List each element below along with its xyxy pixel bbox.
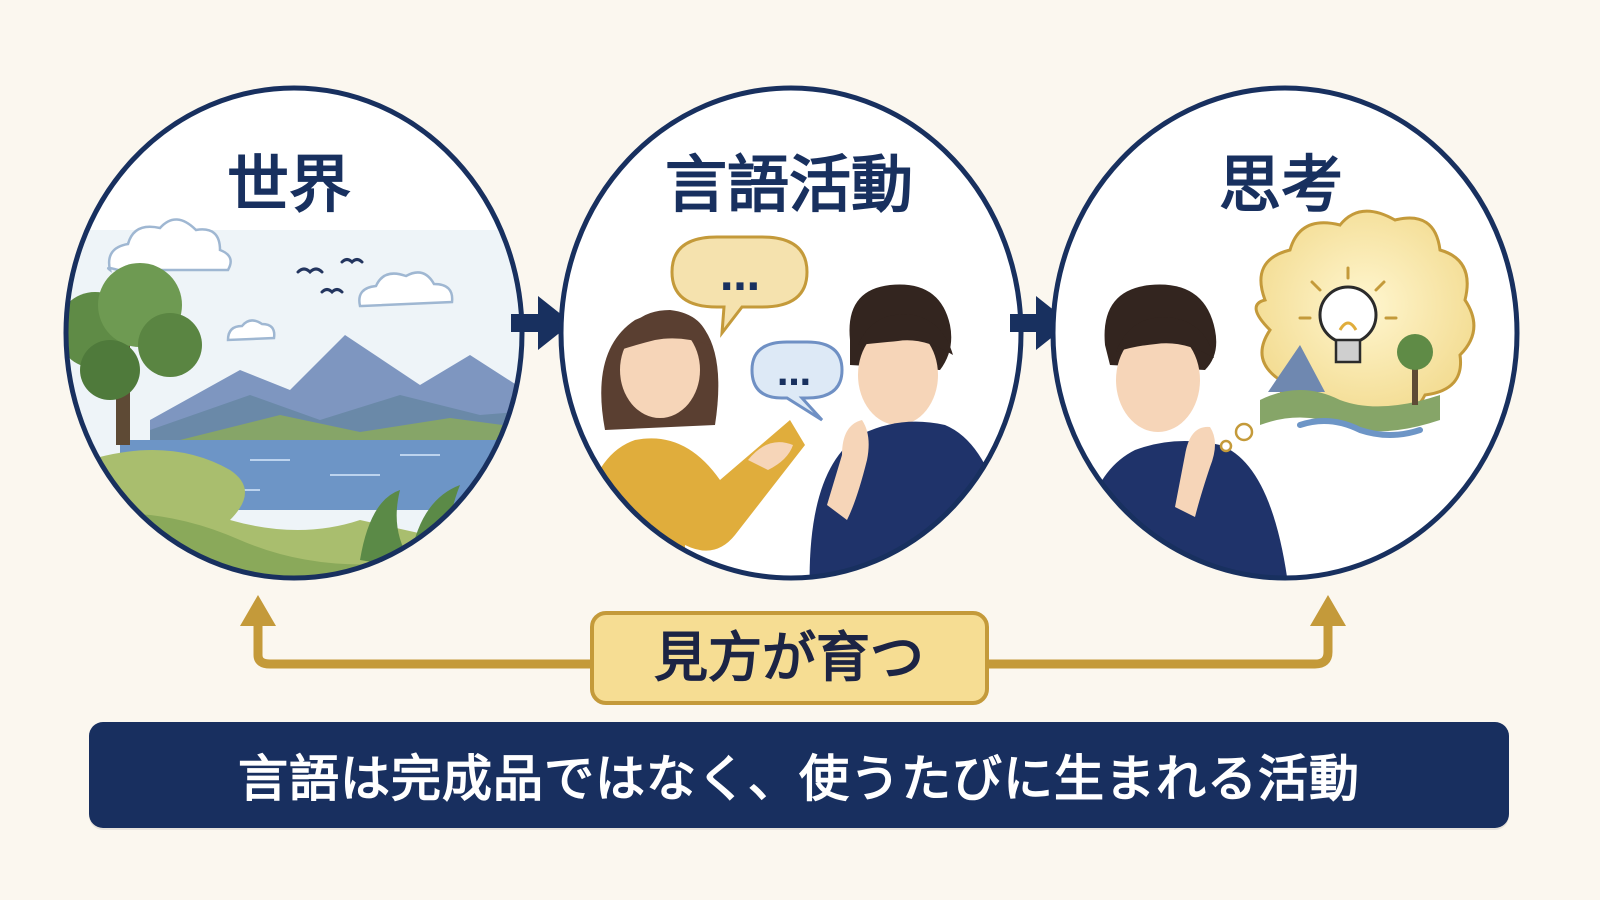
svg-text:…: …: [777, 354, 811, 394]
stage-title-thinking: 思考: [1219, 148, 1343, 221]
arrow-right-icon: [511, 296, 572, 350]
feedback-label: 見方が育つ: [654, 626, 924, 689]
bottom-message-banner: 言語は完成品ではなく、使うたびに生まれる活動: [89, 722, 1509, 828]
arrow-up-left-icon: [240, 595, 276, 626]
stage-thinking: 思考: [1050, 85, 1520, 581]
stage-world: 世界: [63, 85, 525, 581]
stage-title-language-activity: 言語活動: [665, 148, 913, 221]
feedback-arrows: [240, 595, 1346, 669]
thought-cloud: [1254, 209, 1476, 438]
landscape-illustration: [66, 218, 522, 578]
speech-bubble-blue: …: [750, 340, 844, 422]
birds-icon: [296, 258, 364, 295]
light-bulb-icon: [1298, 266, 1398, 364]
arrow-up-right-icon: [1310, 595, 1346, 626]
stage-language-activity: … … 言語活動: [558, 85, 1024, 581]
speech-bubble-gold: …: [670, 235, 809, 338]
stage-title-world: 世界: [227, 148, 351, 221]
thinking-person-illustration: [1079, 209, 1476, 578]
feedback-label-pill: 見方が育つ: [590, 611, 989, 705]
bottom-message: 言語は完成品ではなく、使うたびに生まれる活動: [238, 750, 1360, 808]
svg-text:…: …: [720, 254, 760, 300]
